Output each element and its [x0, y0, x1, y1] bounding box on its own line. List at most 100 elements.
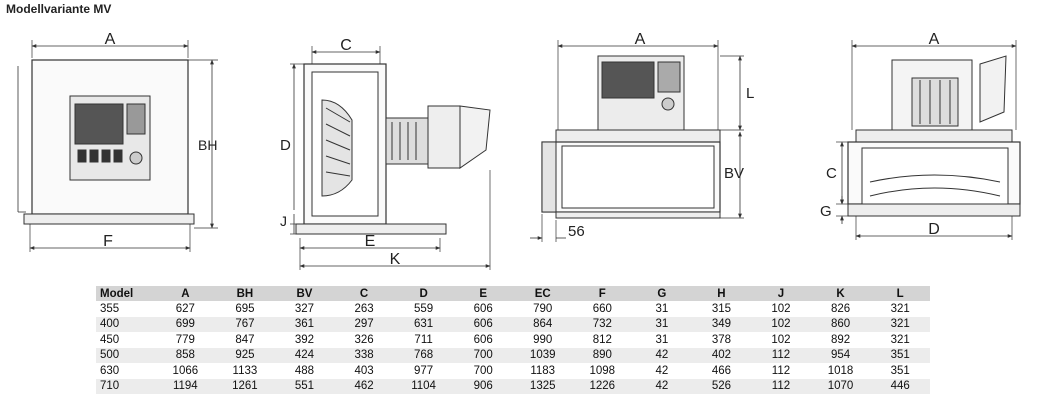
value-cell: 812 — [592, 333, 612, 346]
value-cell: 559 — [414, 302, 434, 315]
col-header: H — [691, 286, 752, 301]
dim-a-label-4: A — [929, 31, 940, 48]
dim-c-label: C — [340, 37, 352, 54]
dim-l-label: L — [746, 85, 754, 102]
value-cell: 977 — [414, 364, 434, 377]
value-cell: 327 — [294, 302, 315, 315]
value-cell: 112 — [771, 364, 791, 377]
value-cell: 31 — [655, 333, 669, 346]
dim-c-label-4: C — [826, 165, 837, 182]
value-cell: 790 — [533, 302, 553, 315]
col-header: F — [572, 286, 633, 301]
value-cell: 315 — [711, 302, 731, 315]
value-cell: 990 — [533, 333, 553, 346]
value-cell: 711 — [414, 333, 433, 346]
side-view — [290, 46, 491, 270]
rear-view — [836, 40, 1021, 240]
value-cell: 102 — [771, 302, 791, 315]
value-cell: 826 — [830, 302, 851, 315]
value-cell: 631 — [393, 316, 454, 332]
col-header: L — [870, 286, 930, 301]
value-cell: 1226 — [572, 378, 633, 394]
value-cell: 892 — [830, 333, 851, 346]
value-cell: 446 — [870, 378, 930, 394]
col-header: E — [453, 286, 513, 301]
value-cell: 660 — [592, 302, 612, 315]
value-cell: 1066 — [172, 364, 199, 377]
dim-bv-label: BV — [724, 165, 744, 182]
value-cell: 321 — [890, 302, 910, 315]
value-cell: 767 — [215, 316, 275, 332]
value-cell: 31 — [655, 302, 669, 315]
col-header: D — [393, 286, 454, 301]
value-cell: 1104 — [393, 378, 454, 394]
front-view — [17, 40, 218, 252]
value-cell: 906 — [453, 378, 513, 394]
value-cell: 42 — [632, 378, 692, 394]
value-cell: 858 — [155, 347, 216, 363]
value-cell: 326 — [354, 333, 374, 346]
value-cell: 351 — [870, 347, 930, 363]
value-cell: 699 — [155, 316, 216, 332]
value-cell: 860 — [810, 316, 871, 332]
value-cell: 700 — [473, 364, 493, 377]
value-cell: 351 — [890, 364, 910, 377]
value-cell: 102 — [751, 316, 811, 332]
dim-e-label: E — [365, 233, 376, 250]
value-cell: 1325 — [512, 378, 573, 394]
model-cell: 355 — [100, 302, 120, 315]
model-cell: 500 — [96, 347, 156, 363]
value-cell: 402 — [691, 347, 752, 363]
dim-a-label-3: A — [635, 31, 646, 48]
value-cell: 297 — [334, 316, 394, 332]
col-header: K — [810, 286, 871, 301]
col-header: BH — [215, 286, 275, 301]
dim-g-label: G — [820, 203, 832, 220]
value-cell: 263 — [354, 302, 374, 315]
value-cell: 606 — [473, 333, 493, 346]
value-cell: 112 — [751, 347, 811, 363]
value-cell: 606 — [473, 302, 493, 315]
value-cell: 925 — [215, 347, 275, 363]
dim-f-label: F — [103, 233, 113, 250]
col-header: C — [334, 286, 394, 301]
value-cell: 112 — [751, 378, 811, 394]
value-cell: 338 — [334, 347, 394, 363]
value-cell: 732 — [572, 316, 633, 332]
value-cell: 700 — [453, 347, 513, 363]
dim-56-label: 56 — [568, 223, 585, 240]
value-cell: 1194 — [155, 378, 216, 394]
value-cell: 378 — [711, 333, 731, 346]
value-cell: 424 — [274, 347, 335, 363]
value-cell: 864 — [512, 316, 573, 332]
value-cell: 349 — [691, 316, 752, 332]
value-cell: 466 — [711, 364, 731, 377]
model-cell: 400 — [96, 316, 156, 332]
value-cell: 488 — [294, 364, 315, 377]
value-cell: 1133 — [232, 364, 258, 377]
dim-k-label: K — [390, 251, 401, 268]
value-cell: 551 — [274, 378, 335, 394]
technical-drawings: A F BH C — [17, 31, 1021, 270]
col-header: BV — [274, 286, 335, 301]
model-cell: 450 — [100, 333, 120, 346]
value-cell: 31 — [632, 316, 692, 332]
value-cell: 462 — [334, 378, 394, 394]
value-cell: 102 — [771, 333, 791, 346]
value-cell: 403 — [354, 364, 374, 377]
dim-d-label-4: D — [928, 221, 940, 238]
unit-view — [530, 40, 744, 242]
value-cell: 627 — [175, 302, 195, 315]
value-cell: 1018 — [827, 364, 854, 377]
value-cell: 768 — [393, 347, 454, 363]
value-cell: 606 — [453, 316, 513, 332]
page-title: Modellvariante MV — [6, 2, 112, 16]
col-header: A — [155, 286, 216, 301]
